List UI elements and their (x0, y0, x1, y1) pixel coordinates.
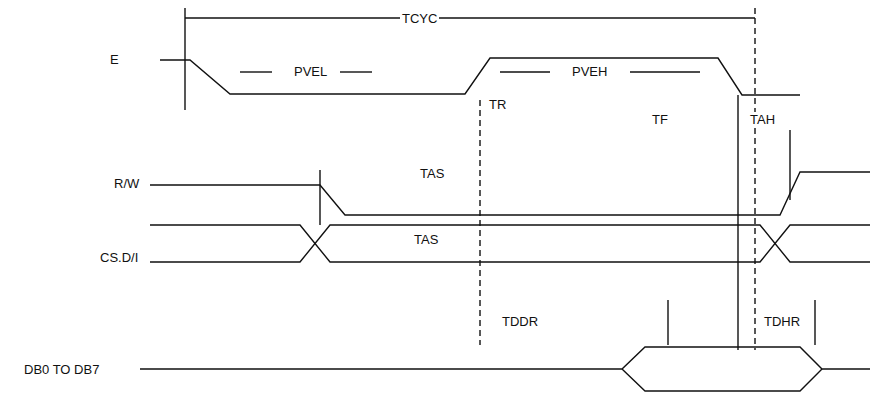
guide-line (789, 130, 790, 200)
pvel-dimension (240, 71, 272, 72)
signal-label: TDHR (762, 314, 802, 329)
data-bus (140, 347, 870, 369)
cs-di-bus (150, 225, 870, 262)
pveh-dimension (630, 71, 700, 72)
guide-line (667, 300, 668, 345)
guide-line (737, 95, 738, 350)
cs-di-bus (150, 225, 870, 262)
guide-line (184, 8, 185, 110)
signal-label: DB0 TO DB7 (22, 362, 101, 377)
signal-label: PVEL (292, 64, 329, 79)
signal-label: E (108, 52, 121, 67)
signal-label: CS.D/I (98, 250, 140, 265)
pvehdimension (500, 71, 550, 72)
signal-label: TR (487, 97, 508, 112)
signal-label: TAS (412, 232, 440, 247)
data-bus (622, 369, 822, 391)
pvel-dimension (340, 71, 372, 72)
rw-waveform (150, 172, 870, 215)
guide-line (319, 170, 320, 225)
guide-line (754, 8, 755, 350)
guide-line (479, 100, 480, 345)
signal-label: TDDR (500, 314, 540, 329)
tcyc-dimension (185, 17, 755, 18)
guide-line (814, 300, 815, 345)
e-waveform (160, 58, 800, 95)
signal-label: TF (650, 112, 670, 127)
signal-label: TAH (748, 112, 777, 127)
signal-label: TCYC (400, 11, 439, 26)
signal-label: PVEH (570, 64, 609, 79)
signal-label: TAS (418, 166, 446, 181)
signal-label: R/W (112, 176, 141, 191)
